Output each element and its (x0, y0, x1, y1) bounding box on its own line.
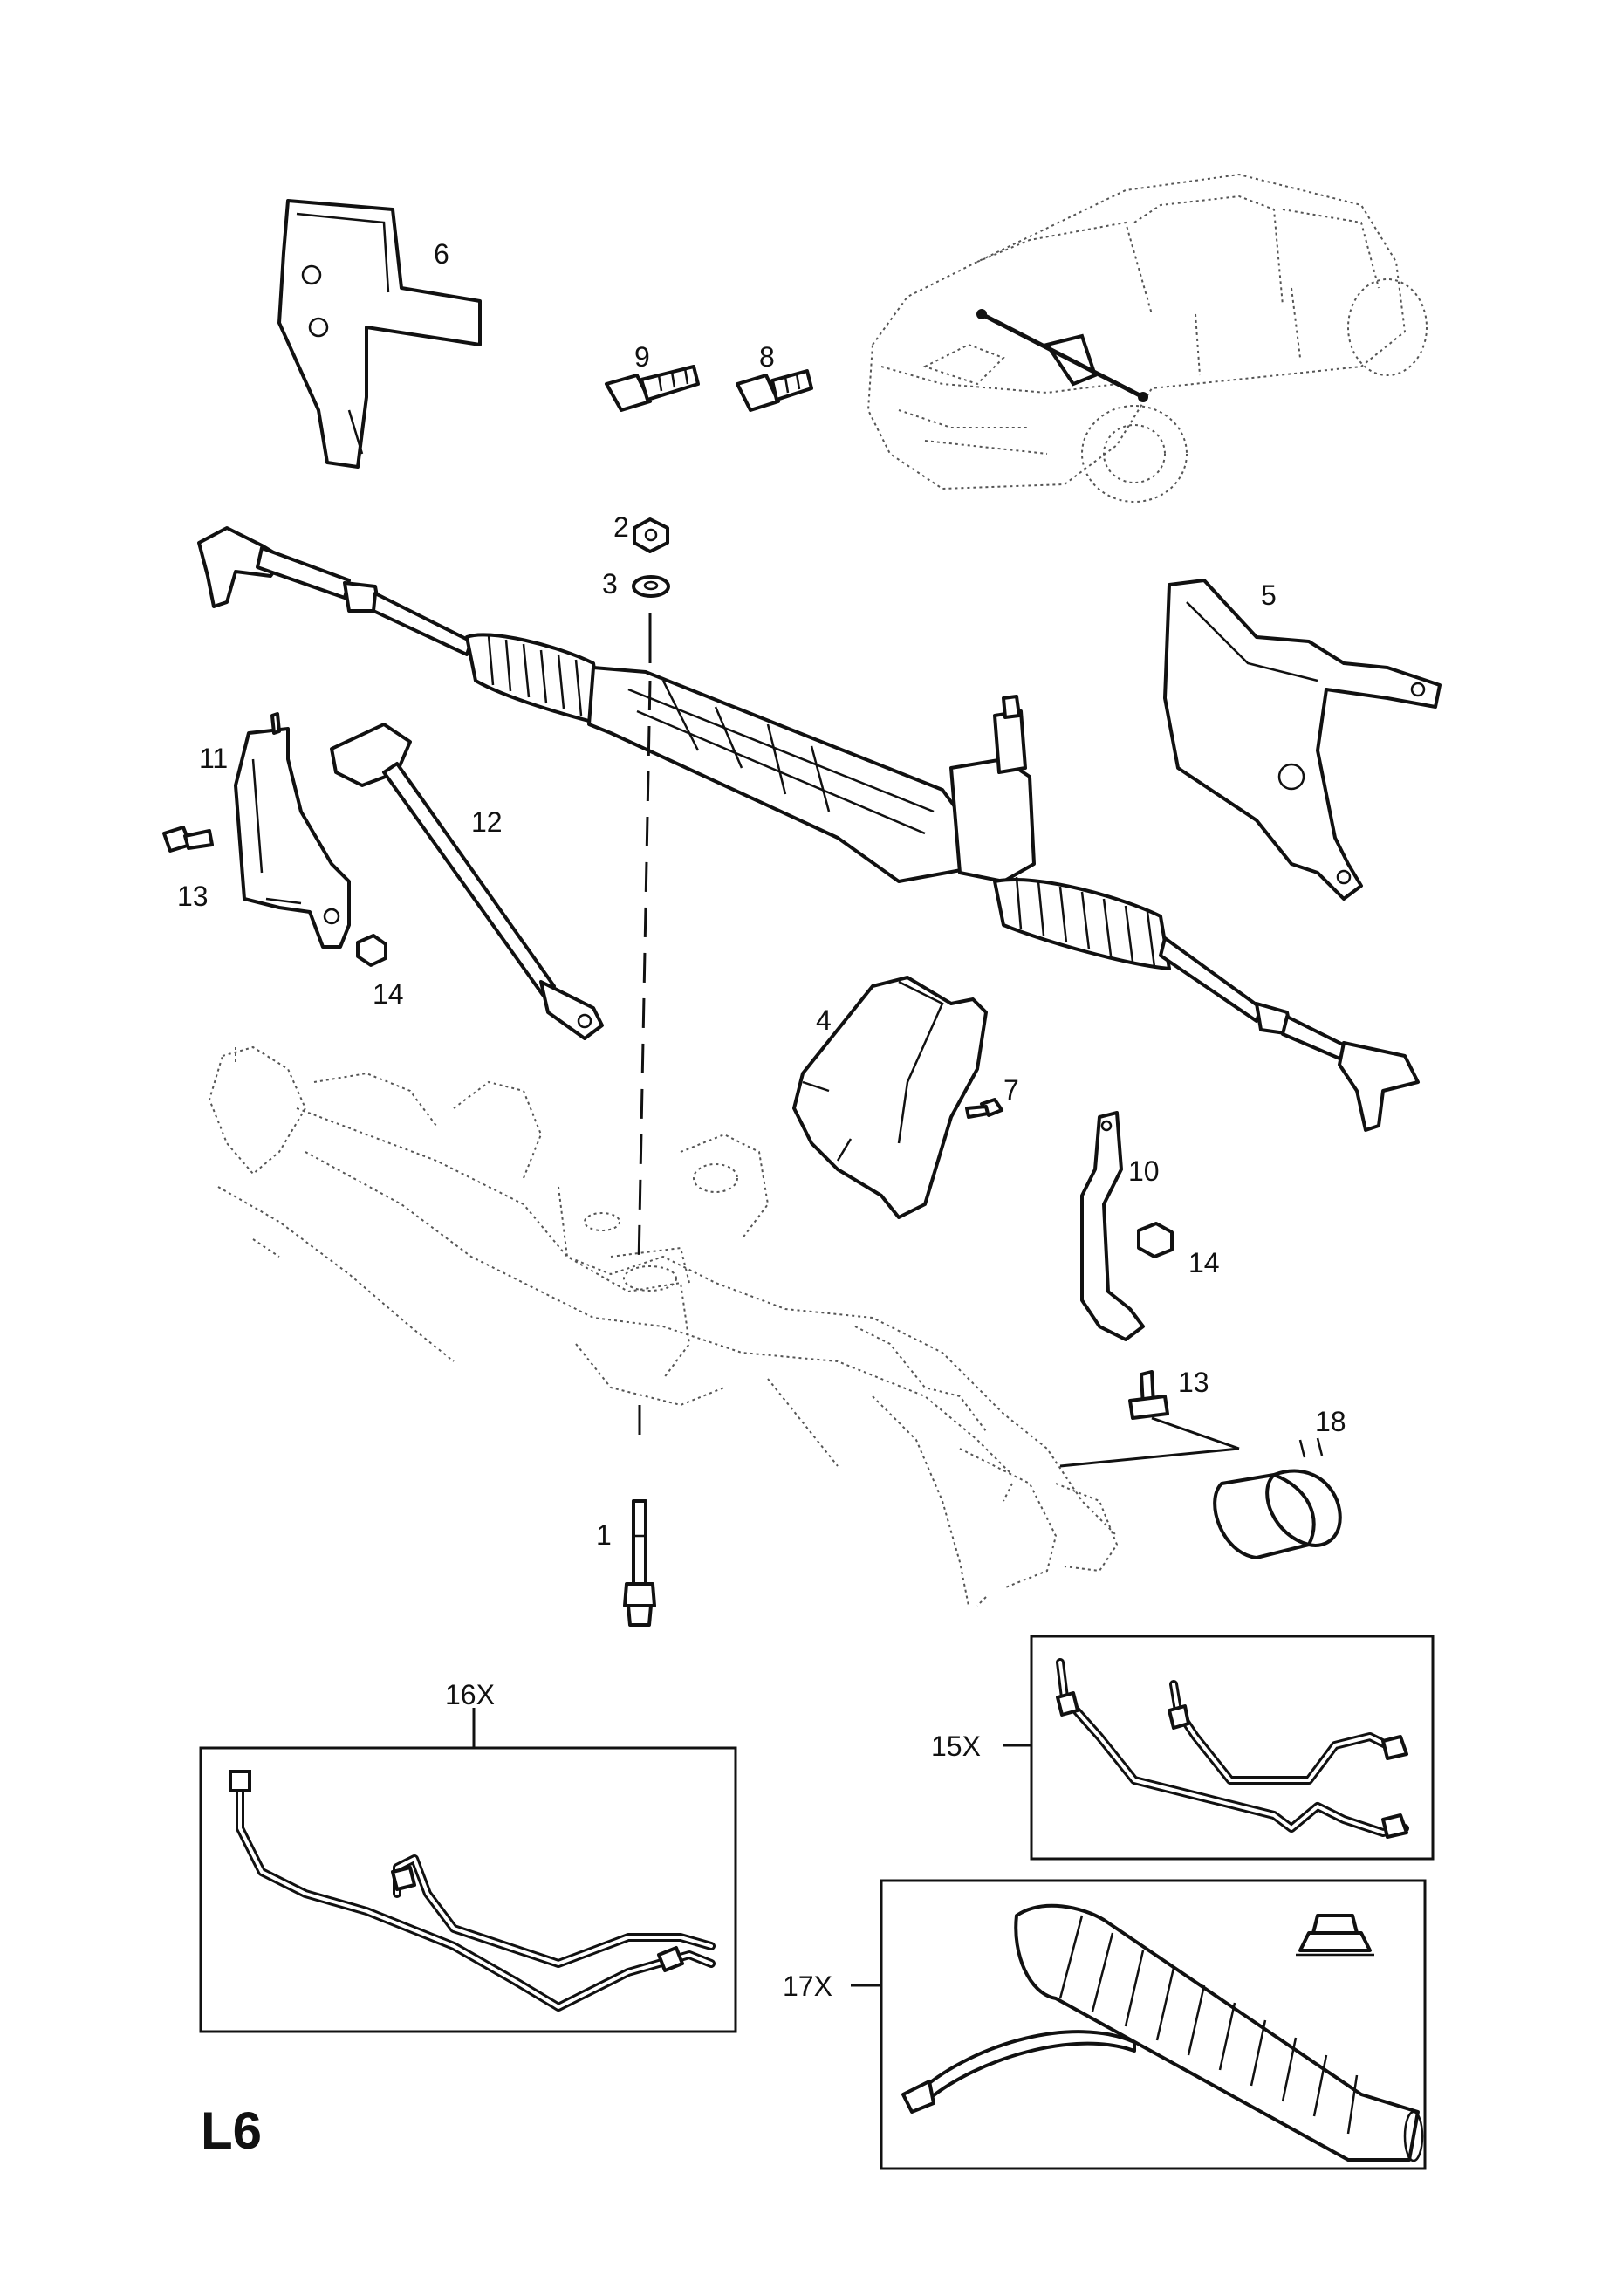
callout-18: 18 (1315, 1406, 1346, 1437)
callout-12: 12 (471, 806, 503, 838)
leader-13-right-b (1059, 1447, 1240, 1468)
part-2-nut (633, 517, 669, 553)
callout-labels: 1 2 3 4 5 6 7 8 9 10 11 12 13 13 14 14 1… (177, 238, 1346, 2160)
part-13-bolt-right (1128, 1370, 1169, 1420)
part-12-strut-rod (330, 723, 604, 1040)
callout-8: 8 (759, 341, 775, 373)
kit-label-15x: 15X (931, 1731, 981, 1762)
callout-6: 6 (434, 238, 449, 270)
callout-2: 2 (613, 511, 629, 543)
kit-17x (851, 1879, 1427, 2170)
callout-11: 11 (199, 743, 228, 774)
part-4-heat-shield (792, 976, 988, 1219)
callout-14-left: 14 (373, 978, 404, 1010)
part-10-bracket (1080, 1111, 1145, 1341)
assembly-line-dashed (637, 680, 652, 1266)
kit-label-16x: 16X (445, 1679, 495, 1710)
part-5-bracket (1163, 579, 1442, 901)
part-1-bolt (623, 1499, 656, 1627)
callout-13-right: 13 (1178, 1367, 1209, 1398)
callout-13-left: 13 (177, 881, 209, 912)
front-subframe (208, 1045, 1119, 1607)
callout-9: 9 (634, 341, 650, 373)
part-7-screw (965, 1098, 1003, 1119)
kit-16x (199, 1708, 737, 2033)
leader-13-right (1151, 1416, 1240, 1450)
part-14-nut-left (356, 934, 387, 967)
callout-7: 7 (1003, 1074, 1019, 1106)
part-14-nut-right (1137, 1222, 1174, 1258)
kit-label-17x: 17X (783, 1970, 832, 2002)
callout-10: 10 (1128, 1155, 1160, 1187)
part-8-bolt (736, 369, 813, 412)
steering-rack-assembly (197, 526, 1420, 1132)
kit-15x (1003, 1635, 1435, 1861)
part-9-bolt (605, 365, 700, 412)
part-6-bracket (277, 199, 482, 469)
callout-5: 5 (1261, 579, 1277, 611)
part-13-bolt-left (162, 826, 214, 853)
callout-3: 3 (602, 568, 618, 600)
callout-1: 1 (596, 1519, 612, 1551)
page-code: L6 (201, 2101, 262, 2160)
callout-4: 4 (816, 1004, 832, 1036)
part-11-bracket (234, 712, 351, 949)
part-18-clamp (1213, 1437, 1342, 1559)
vehicle-location-sketch (866, 173, 1428, 503)
callout-14-right: 14 (1188, 1247, 1220, 1278)
part-3-washer (632, 575, 670, 598)
